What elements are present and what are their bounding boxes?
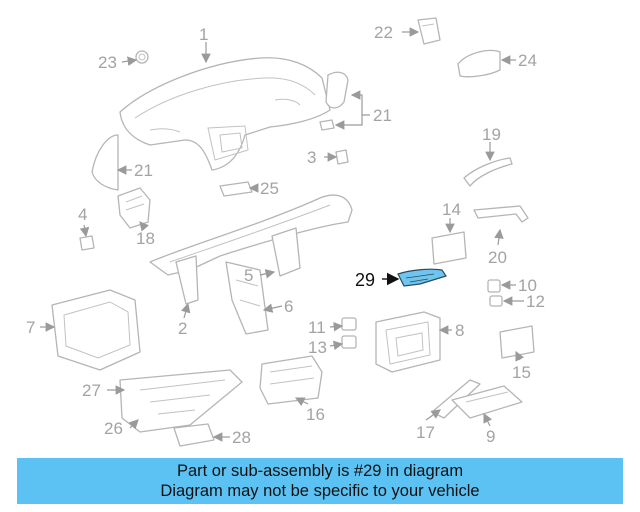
banner-line-1: Part or sub-assembly is #29 in diagram [176, 462, 464, 480]
console-part-16 [259, 355, 323, 405]
callout-10: 10 [518, 276, 537, 295]
leader-lines [40, 27, 525, 442]
callout-4: 4 [78, 205, 87, 224]
clip-part-4 [79, 235, 95, 251]
side-trim-part-21 [91, 71, 349, 191]
glovebox-frame-part-7 [51, 289, 141, 371]
highlighted-part-29 [397, 268, 447, 287]
cover-part-24 [457, 49, 501, 78]
trim-part-20 [473, 205, 529, 223]
callout-16: 16 [306, 405, 325, 424]
callout-3: 3 [307, 148, 316, 167]
bezel-part-8 [375, 311, 441, 373]
panel-part-14 [431, 231, 467, 265]
part-15 [499, 325, 535, 359]
trim-part-19 [463, 157, 513, 187]
callout-17: 17 [416, 423, 435, 442]
callout-26: 26 [104, 419, 123, 438]
callout-28: 28 [232, 428, 251, 447]
vent-part-18 [117, 187, 151, 229]
callout-labels: 1 23 22 24 21 21 3 25 18 4 2 5 6 7 27 26… [26, 23, 545, 447]
info-banner: Part or sub-assembly is #29 in diagram D… [17, 458, 623, 504]
crossmember-assembly [149, 194, 353, 335]
callout-22: 22 [374, 23, 393, 42]
callout-9: 9 [486, 427, 495, 446]
callout-14: 14 [442, 200, 461, 219]
callout-18: 18 [136, 229, 155, 248]
callout-13: 13 [308, 338, 327, 357]
callout-5: 5 [244, 266, 253, 285]
callout-25: 25 [260, 179, 279, 198]
part-12 [489, 295, 503, 307]
callout-2: 2 [178, 319, 187, 338]
mat-part-9 [451, 385, 523, 419]
clip-part-3 [335, 149, 349, 165]
part-10 [487, 279, 501, 293]
switch-part-13 [341, 335, 357, 349]
bracket-part-25 [219, 181, 253, 197]
callout-8: 8 [455, 321, 464, 340]
callout-12: 12 [526, 292, 545, 311]
callout-24: 24 [518, 51, 537, 70]
callout-21-top: 21 [373, 106, 392, 125]
clip-part-23 [135, 50, 149, 64]
callout-19: 19 [482, 125, 501, 144]
callout-29: 29 [355, 270, 375, 290]
banner-line-2: Diagram may not be specific to your vehi… [160, 482, 480, 500]
callout-21-left: 21 [134, 161, 153, 180]
switch-part-22 [417, 17, 441, 45]
glovebox-part-26 [119, 369, 243, 433]
callout-15: 15 [512, 363, 531, 382]
callout-23: 23 [98, 53, 117, 72]
callout-6: 6 [284, 297, 293, 316]
callout-27: 27 [82, 381, 101, 400]
switch-part-11 [341, 317, 357, 331]
callout-7: 7 [26, 318, 35, 337]
callout-1: 1 [199, 25, 208, 44]
instrument-panel-part-1 [119, 57, 331, 171]
callout-20: 20 [488, 248, 507, 267]
parts-diagram: 1 23 22 24 21 21 3 25 18 4 2 5 6 7 27 26… [26, 17, 545, 447]
part-28 [173, 423, 215, 447]
callout-11: 11 [308, 318, 326, 337]
